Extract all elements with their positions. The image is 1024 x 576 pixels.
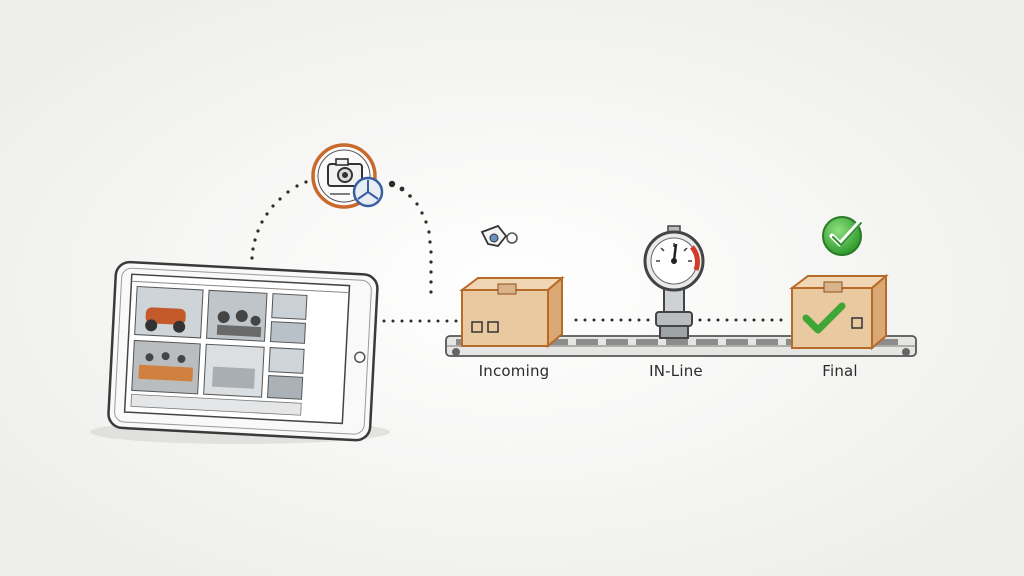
camera-icon [311,143,377,209]
dotted-path-camera [250,180,433,294]
stage-label-incoming: Incoming [478,362,550,380]
dotted-path-line [382,318,783,323]
tag-icon [480,224,518,247]
pressure-gauge-icon [643,225,705,339]
stage-label-in-line: IN-Line [649,362,703,380]
stage-label-final: Final [822,362,858,380]
final-box [789,273,889,351]
tablet-gallery-icon [90,260,390,444]
check-badge-icon [822,216,863,256]
blue-badge-icon [352,176,384,208]
incoming-box [459,275,565,349]
